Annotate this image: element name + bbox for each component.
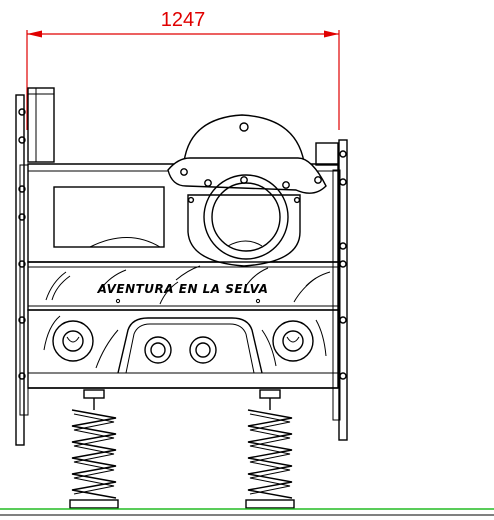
dome-bolt [239, 122, 249, 132]
porthole-window [211, 182, 281, 252]
hand-grip-left [52, 320, 94, 362]
helmet-dome [167, 114, 327, 267]
dimension-annotation: 1247 [26, 9, 340, 130]
headlight-right [189, 336, 217, 364]
dimension-arrow-left [27, 30, 42, 38]
right-side-frame [315, 139, 348, 441]
left-side-frame [15, 87, 55, 446]
side-bolts [18, 108, 347, 380]
porthole-frame [187, 194, 301, 267]
ground [0, 508, 494, 516]
hand-grip-right [272, 320, 314, 362]
headlight-left [144, 336, 172, 364]
side-window [53, 186, 165, 248]
spring-right [245, 389, 295, 509]
spring-left [69, 389, 119, 509]
dimension-value: 1247 [161, 9, 206, 31]
center-plate [117, 317, 263, 374]
lower-bumper [27, 309, 339, 389]
dimension-arrow-right [324, 30, 339, 38]
panel-label: AVENTURA EN LA SELVA [97, 282, 269, 296]
name-panel: AVENTURA EN LA SELVA [27, 261, 339, 311]
